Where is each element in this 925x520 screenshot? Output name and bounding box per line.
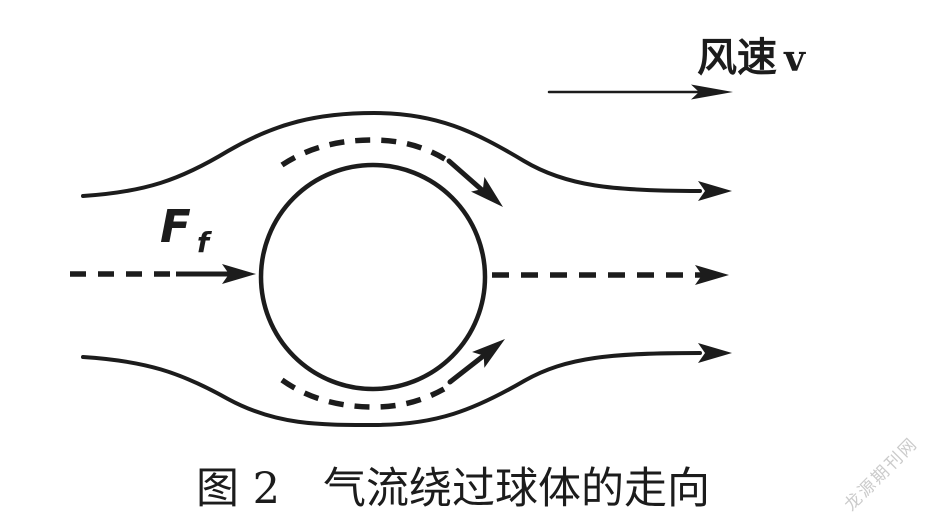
- diagram-strokes: [70, 90, 702, 428]
- arrowhead-dashed-top: [471, 176, 503, 207]
- figure-caption: 图 2 气流绕过球体的走向: [196, 464, 710, 514]
- watermark: 龙源期刊网: [841, 434, 922, 515]
- arrowhead-wind-speed: [691, 84, 733, 100]
- sphere: [258, 162, 488, 392]
- dashed-arc-bottom-arrow-shaft: [447, 354, 485, 385]
- diagram-labels: 风速 v F f 图 2 气流绕过球体的走向: [160, 34, 806, 514]
- streamline-top: [81, 110, 702, 198]
- arrowhead-center-left: [222, 264, 256, 284]
- arrowhead-dashed-bottom: [472, 339, 505, 368]
- dashed-arc-top-arrow-shaft: [446, 158, 485, 193]
- arrowhead-center-right: [695, 265, 729, 285]
- force-subscript: f: [197, 226, 213, 259]
- arrowheads: [222, 84, 733, 368]
- wind-speed-symbol: v: [783, 38, 806, 80]
- wind-speed-label: 风速 v: [697, 34, 806, 81]
- force-symbol: F: [160, 200, 191, 253]
- arrowhead-streamline-top: [698, 181, 732, 201]
- dashed-arc-top: [280, 137, 450, 168]
- wind-speed-label-cn: 风速: [697, 34, 777, 81]
- streamline-bottom: [81, 351, 702, 428]
- force-label: F f: [160, 200, 213, 259]
- arrowhead-streamline-bottom: [698, 343, 732, 363]
